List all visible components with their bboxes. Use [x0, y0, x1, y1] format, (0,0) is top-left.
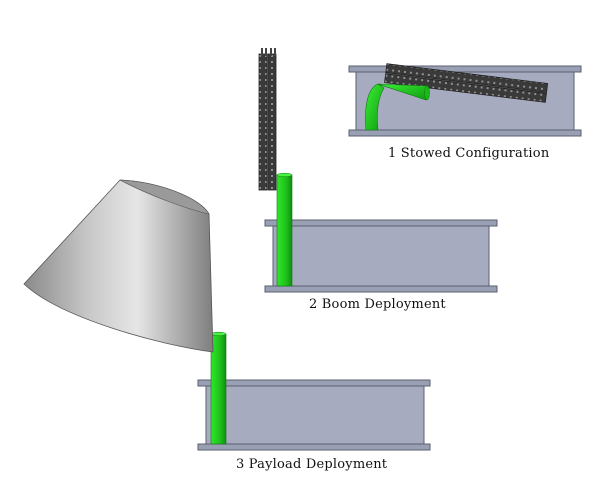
- stage2-boom-assembly: [258, 48, 498, 293]
- stage3-cone-payload: [23, 179, 214, 353]
- stage2-bottom-plate: [264, 285, 498, 293]
- stage3-bottom-plate: [197, 443, 431, 451]
- stage1-bottom-plate: [348, 129, 582, 137]
- stage3-top-plate: [197, 379, 431, 387]
- stage2-body: [272, 225, 490, 287]
- stage3-body: [205, 385, 425, 445]
- stage1-green-boom: [365, 83, 385, 131]
- caption-boom-deployment: 2 Boom Deployment: [309, 297, 446, 312]
- stage1-top-plate: [348, 65, 582, 73]
- stage2-vertical-truss: [258, 48, 277, 191]
- caption-payload-deployment: 3 Payload Deployment: [236, 457, 388, 472]
- stage1-stowed-assembly: [348, 63, 582, 137]
- stage1-stowed-truss: [384, 63, 549, 103]
- stage2-top-plate: [264, 219, 498, 227]
- stage2-green-boom: [276, 174, 293, 287]
- caption-stowed-configuration: 1 Stowed Configuration: [388, 146, 550, 161]
- stage3-payload-assembly: [23, 179, 431, 451]
